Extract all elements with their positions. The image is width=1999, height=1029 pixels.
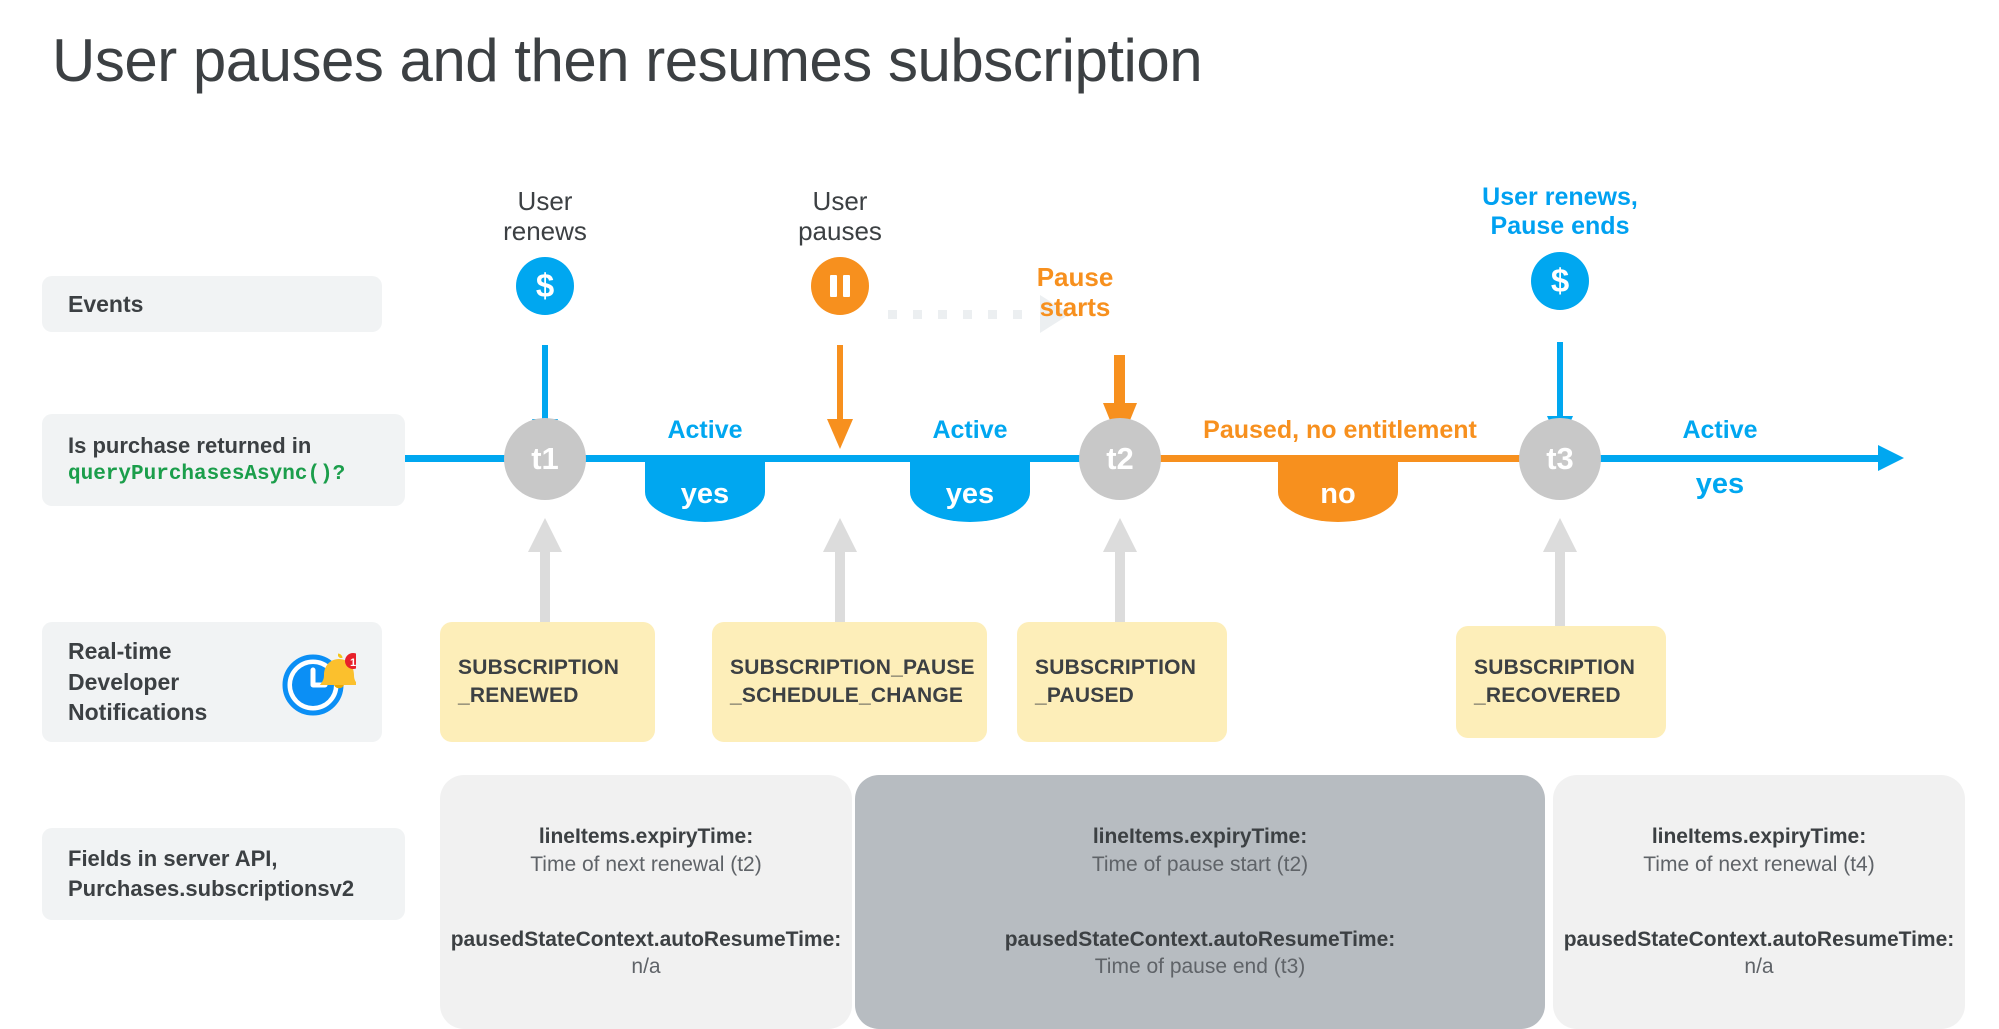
timeline-entitlement-yes-3: yes [1695,468,1745,500]
event-title-line2: renews [503,216,587,247]
row-label-events-text: Events [68,290,144,317]
row-label-server-fields: Fields in server API, Purchases.subscrip… [42,828,405,920]
field-name-expiry-time: lineItems.expiryTime: [1651,825,1867,849]
pause-bars [830,274,850,297]
row-label-query-code: queryPurchasesAsync()? [68,462,346,486]
event-user-renews-t1: User renews $ [430,186,660,315]
row-label-events: Events [42,276,382,332]
rtdn-up-arrow-pause-schedule-change [822,518,858,633]
timeline-status-active-2: Active [932,416,1008,444]
dotted-connector-arrow [888,295,1070,333]
event-title-line2: starts [1039,292,1111,323]
field-value-expiry-time: Time of next renewal (t4) [1643,852,1875,876]
row-label-rtdn-line1: Real-time [68,638,172,665]
dotted-connector-arrowhead [1040,295,1070,333]
event-title-line1: Pause [1036,262,1114,292]
field-name-auto-resume-time: pausedStateContext.autoResumeTime: [450,928,842,951]
timeline-status-active-1: Active [667,416,743,444]
dollar-glyph: $ [535,267,555,305]
timeline-segment-active-3 [1560,455,1885,462]
field-panel-recovered: lineItems.expiryTime: Time of next renew… [1553,775,1965,1029]
timeline-entitlement-yes-2: yes [910,462,1030,522]
row-label-fields-line2: Purchases.subscriptionsv2 [68,876,355,901]
rtdn-box-line2: _PAUSED [1035,684,1135,707]
field-name-auto-resume-time: pausedStateContext.autoResumeTime: [1004,928,1396,951]
dotted-connector-dot [963,309,972,319]
field-name-expiry-time: lineItems.expiryTime: [1092,825,1308,849]
pause-icon [811,256,869,315]
field-panel-renewed: lineItems.expiryTime: Time of next renew… [440,775,852,1029]
rtdn-box-line2: _RENEWED [458,684,579,707]
row-label-fields-line1: Fields in server API, [68,846,278,872]
dollar-glyph: $ [1550,262,1570,299]
field-value-auto-resume-time: n/a [631,955,661,979]
rtdn-box-line1: SUBSCRIPTION_PAUSE [730,655,975,679]
field-name-auto-resume-time: pausedStateContext.autoResumeTime: [1563,928,1955,951]
timeline-status-paused: Paused, no entitlement [1203,416,1477,444]
rtdn-box-line1: SUBSCRIPTION [1474,655,1636,679]
dotted-connector-dot [1013,309,1022,319]
timeline-node-t1: t1 [504,418,586,500]
dotted-connector-dot [938,309,947,319]
dotted-connector-dot [888,309,897,319]
page-title: User pauses and then resumes subscriptio… [52,27,1203,94]
clock-bell-notification-icon: 1 [282,647,361,717]
rtdn-box-line2: _SCHEDULE_CHANGE [730,684,964,707]
row-label-rtdn: Real-time Developer Notifications 1 [42,622,382,742]
timeline-status-active-3: Active [1682,416,1758,444]
timeline-entitlement-yes-1: yes [645,462,765,522]
dotted-connector-dot [913,309,922,319]
rtdn-box-line1: SUBSCRIPTION [458,655,620,679]
field-value-auto-resume-time: n/a [1744,955,1774,979]
rtdn-up-arrow-renewed [527,518,563,633]
row-label-query-line1: Is purchase returned in [68,432,312,458]
timeline-segment-paused [1120,455,1560,462]
event-title-line2: pauses [798,216,882,247]
event-title-line2: Pause ends [1490,212,1630,241]
dotted-connector-dot [988,309,997,319]
svg-text:1: 1 [350,657,356,669]
rtdn-up-arrow-recovered [1542,518,1578,633]
event-title-line1: User [812,186,868,216]
subscription-timeline: Active yes Active yes Paused, no entitle… [0,380,1999,540]
rtdn-box-line2: _RECOVERED [1474,684,1621,707]
field-name-expiry-time: lineItems.expiryTime: [538,825,754,849]
timeline-end-arrowhead [1878,445,1904,471]
rtdn-box-subscription-pause-schedule-change: SUBSCRIPTION_PAUSE _SCHEDULE_CHANGE [712,622,987,742]
dollar-icon: $ [516,256,574,315]
rtdn-box-subscription-paused: SUBSCRIPTION _PAUSED [1017,622,1227,742]
rtdn-box-subscription-renewed: SUBSCRIPTION _RENEWED [440,622,655,742]
event-title-line1: User [517,186,573,216]
event-arrow-user-pauses [823,345,857,455]
timeline-node-t3: t3 [1519,418,1601,500]
timeline-node-t2: t2 [1079,418,1161,500]
rtdn-box-line1: SUBSCRIPTION [1035,655,1197,679]
row-label-rtdn-line2: Developer [68,668,180,695]
rtdn-up-arrow-paused [1102,518,1138,633]
event-title-line1: User renews, [1482,183,1638,211]
timeline-segment-active-1 [405,455,1120,462]
event-user-renews-pause-ends: User renews, Pause ends $ [1445,183,1675,310]
event-pause-starts: Pause starts [995,262,1155,322]
field-panel-paused: lineItems.expiryTime: Time of pause star… [855,775,1545,1029]
field-value-auto-resume-time: Time of pause end (t3) [1094,955,1306,979]
field-value-expiry-time: Time of pause start (t2) [1091,852,1309,876]
rtdn-box-subscription-recovered: SUBSCRIPTION _RECOVERED [1456,626,1666,738]
field-value-expiry-time: Time of next renewal (t2) [530,852,762,876]
timeline-entitlement-no: no [1278,462,1398,522]
dollar-icon: $ [1531,251,1589,310]
row-label-rtdn-line3: Notifications [68,699,208,726]
event-user-pauses: User pauses [725,186,955,315]
row-label-query-purchases: Is purchase returned in queryPurchasesAs… [42,414,405,506]
